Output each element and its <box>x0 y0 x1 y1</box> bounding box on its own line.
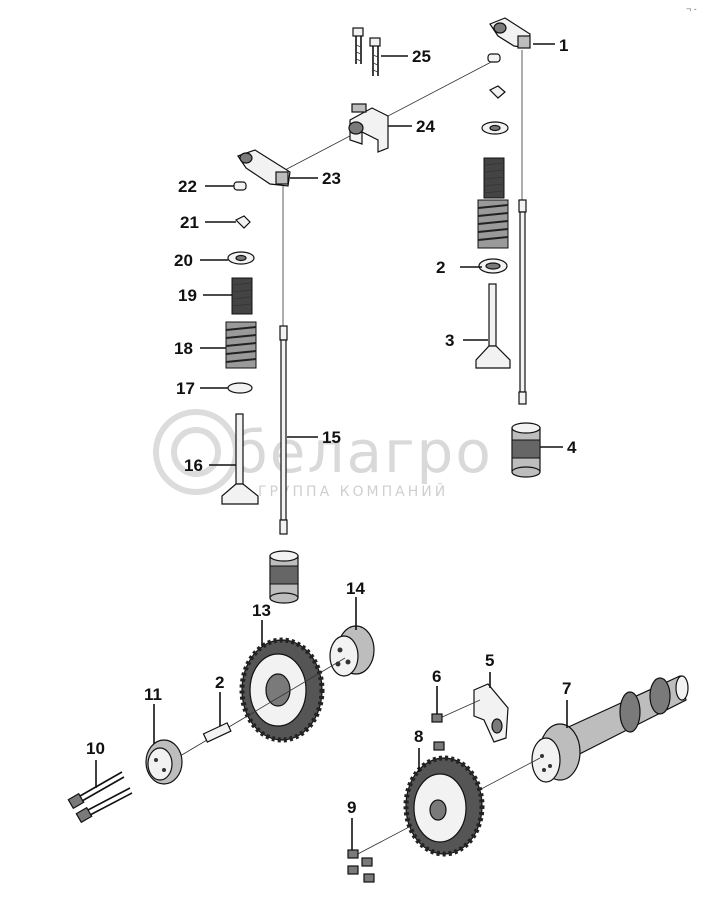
tappet-right <box>511 422 541 478</box>
valve-spring-right <box>477 157 509 274</box>
callout-14: 14 <box>346 579 365 598</box>
idler-gear-hub <box>329 625 375 677</box>
callout-6: 6 <box>432 667 441 686</box>
watermark-tagline: ГРУППА КОМПАНИЙ <box>258 482 448 500</box>
valve-spring-left <box>225 277 257 369</box>
callout-1: 1 <box>559 36 568 55</box>
valve-cap-left <box>233 181 247 191</box>
thrust-plate-bolt-axis <box>439 699 481 719</box>
idler-bolts <box>67 771 133 824</box>
thrust-plate-bolt-a <box>431 713 443 723</box>
rocker-shaft-axis <box>284 59 496 171</box>
callout-13: 13 <box>252 601 271 620</box>
watermark-logo: белагро ГРУППА КОМПАНИЙ <box>153 409 493 500</box>
thrust-plate-bolt-b <box>433 741 445 751</box>
callout-2: 2 <box>436 258 445 277</box>
callout-5: 5 <box>485 651 494 670</box>
callout-24: 24 <box>416 117 435 136</box>
spring-retainer-left <box>227 251 255 265</box>
valve-left <box>221 413 259 505</box>
idler-thrust-plate <box>145 739 183 785</box>
callout-15: 15 <box>322 428 341 447</box>
corner-mark: ¬ ‐ <box>686 4 697 14</box>
callout-10: 10 <box>86 739 105 758</box>
callout-20: 20 <box>174 251 193 270</box>
callout-21: 21 <box>180 213 199 232</box>
callout-3: 3 <box>445 331 454 350</box>
push-rod-right <box>518 50 527 405</box>
callout-2-lower: 2 <box>215 673 224 692</box>
callout-labels: 1 2 3 4 5 6 7 8 9 10 11 2 13 14 15 16 17… <box>86 36 577 817</box>
idler-axis <box>169 657 346 763</box>
callout-23: 23 <box>322 169 341 188</box>
rocker-bracket <box>348 103 389 153</box>
callout-8: 8 <box>414 727 423 746</box>
push-rod-left <box>279 186 288 535</box>
callout-18: 18 <box>174 339 193 358</box>
valve-keeper-left <box>234 215 251 229</box>
idler-gear <box>239 637 325 743</box>
rocker-arm-right <box>481 17 531 135</box>
camshaft-thrust-plate <box>473 683 509 743</box>
rocker-arm-left <box>237 149 291 187</box>
callout-19: 19 <box>178 286 197 305</box>
valve-right <box>475 283 511 369</box>
callout-25: 25 <box>412 47 431 66</box>
spring-seat-washer <box>227 382 253 394</box>
callout-4: 4 <box>567 438 577 457</box>
camshaft-gear <box>403 755 485 857</box>
callout-17: 17 <box>176 379 195 398</box>
callout-11: 11 <box>144 685 162 704</box>
bolt-25-b <box>369 37 381 76</box>
callout-9: 9 <box>347 798 356 817</box>
camshaft-gear-bolts <box>347 849 375 883</box>
callout-16: 16 <box>184 456 203 475</box>
bolt-25-a <box>352 27 364 64</box>
callout-7: 7 <box>562 679 571 698</box>
camshaft <box>531 675 689 783</box>
watermark-brand: белагро <box>232 418 493 486</box>
idler-shaft-pin <box>202 722 232 743</box>
callout-22: 22 <box>178 177 197 196</box>
tappet-left <box>269 550 299 604</box>
leader-lines <box>95 43 568 850</box>
